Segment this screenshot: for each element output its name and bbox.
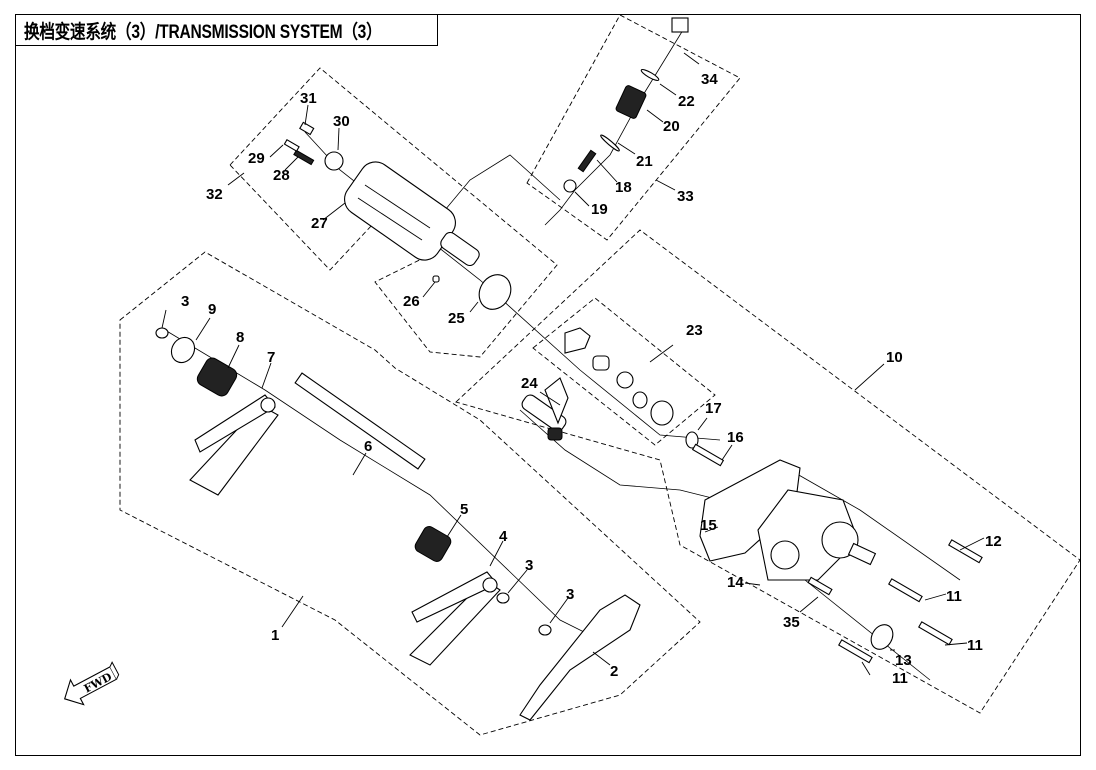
shift-fork-4 xyxy=(409,571,501,666)
axis-line-1 xyxy=(164,329,601,641)
bolt-11-c xyxy=(838,639,873,664)
callout-27: 27 xyxy=(311,215,328,232)
pin-29 xyxy=(283,139,300,152)
circlip-3-c xyxy=(538,624,552,636)
title-box: 换档变速系统（3）/TRANSMISSION SYSTEM（3） xyxy=(15,14,438,46)
star-gear xyxy=(616,371,634,389)
collar xyxy=(592,355,610,371)
callout-18: 18 xyxy=(615,179,632,196)
oil-seal-13 xyxy=(870,624,894,650)
callout-10: 10 xyxy=(886,349,903,366)
callouts: 31 30 29 28 32 27 26 25 34 22 20 21 18 1… xyxy=(181,71,1002,687)
callout-14: 14 xyxy=(727,574,744,591)
washer-17 xyxy=(685,431,699,449)
callout-20: 20 xyxy=(663,118,680,135)
callout-35: 35 xyxy=(783,614,800,631)
callout-19: 19 xyxy=(591,201,608,218)
callout-21: 21 xyxy=(636,153,653,170)
callout-1: 1 xyxy=(271,627,279,644)
axis-line-drum-to-33 xyxy=(434,154,561,223)
ball-19 xyxy=(563,179,577,193)
axis-line-33 xyxy=(544,29,684,226)
page-title: 换档变速系统（3）/TRANSMISSION SYSTEM（3） xyxy=(24,21,382,43)
callout-3-b: 3 xyxy=(525,557,533,574)
callout-24: 24 xyxy=(521,375,538,392)
dowel-35 xyxy=(807,576,833,596)
bolt-12 xyxy=(948,539,983,564)
gasket-21 xyxy=(600,134,620,152)
assembly-33-boundary xyxy=(526,14,741,241)
spring-5 xyxy=(414,526,452,562)
circlip-3-a xyxy=(155,327,169,339)
assembly-1-boundary xyxy=(119,251,701,736)
drawing-frame xyxy=(15,14,1081,756)
collar-9 xyxy=(170,336,196,364)
callout-8: 8 xyxy=(236,329,244,346)
callout-26: 26 xyxy=(403,293,420,310)
shift-shaft-6 xyxy=(294,372,426,470)
callout-6: 6 xyxy=(364,438,372,455)
assembly-32-boundary xyxy=(229,67,558,358)
callout-12: 12 xyxy=(985,533,1002,550)
spring-18 xyxy=(577,149,597,173)
callout-22: 22 xyxy=(678,93,695,110)
callout-3-c: 3 xyxy=(566,586,574,603)
callout-9: 9 xyxy=(208,301,216,318)
circlip-3-b xyxy=(496,592,510,604)
callout-11-a: 11 xyxy=(946,588,962,605)
callout-29: 29 xyxy=(248,150,265,167)
callout-16: 16 xyxy=(727,429,744,446)
washer xyxy=(632,391,648,409)
washer-30 xyxy=(324,151,344,171)
callout-32: 32 xyxy=(206,186,223,203)
callout-15: 15 xyxy=(700,517,717,534)
callout-34: 34 xyxy=(701,71,718,88)
callout-7: 7 xyxy=(267,349,275,366)
bolt-11-b xyxy=(918,621,953,646)
shift-shaft-24 xyxy=(521,377,569,441)
callout-11-b: 11 xyxy=(967,637,983,654)
assembly-10-boundary xyxy=(455,229,1081,714)
spring-8 xyxy=(196,357,238,397)
callout-4: 4 xyxy=(499,528,508,545)
callout-5: 5 xyxy=(460,501,468,518)
callout-31: 31 xyxy=(300,90,317,107)
callout-2: 2 xyxy=(610,663,618,680)
callout-33: 33 xyxy=(677,188,694,205)
cover-14 xyxy=(757,489,877,581)
callout-3-a: 3 xyxy=(181,293,189,310)
shift-drum-27 xyxy=(344,161,480,267)
leader-lines xyxy=(161,52,985,676)
return-spring xyxy=(650,400,674,426)
shift-plate xyxy=(564,327,591,354)
callout-17: 17 xyxy=(705,400,722,417)
plug-20 xyxy=(615,85,647,119)
shift-fork-7 xyxy=(189,394,279,496)
shift-lever-2 xyxy=(519,594,641,721)
pin-26 xyxy=(432,275,440,283)
o-ring-22 xyxy=(640,69,660,81)
assembly-23-boundary xyxy=(532,297,716,446)
spring-28 xyxy=(293,149,315,166)
callout-28: 28 xyxy=(273,167,290,184)
callout-11-c: 11 xyxy=(892,670,908,687)
fwd-arrow: FWD xyxy=(64,661,120,706)
screw-31 xyxy=(299,121,315,136)
callout-13: 13 xyxy=(895,652,912,669)
callout-30: 30 xyxy=(333,113,350,130)
axis-line-cover xyxy=(519,409,961,581)
callout-25: 25 xyxy=(448,310,465,327)
bolt-16 xyxy=(691,443,725,467)
bearing-25 xyxy=(478,274,512,310)
callout-23: 23 xyxy=(686,322,703,339)
bolt-11-a xyxy=(888,578,923,603)
switch-34 xyxy=(671,17,689,33)
